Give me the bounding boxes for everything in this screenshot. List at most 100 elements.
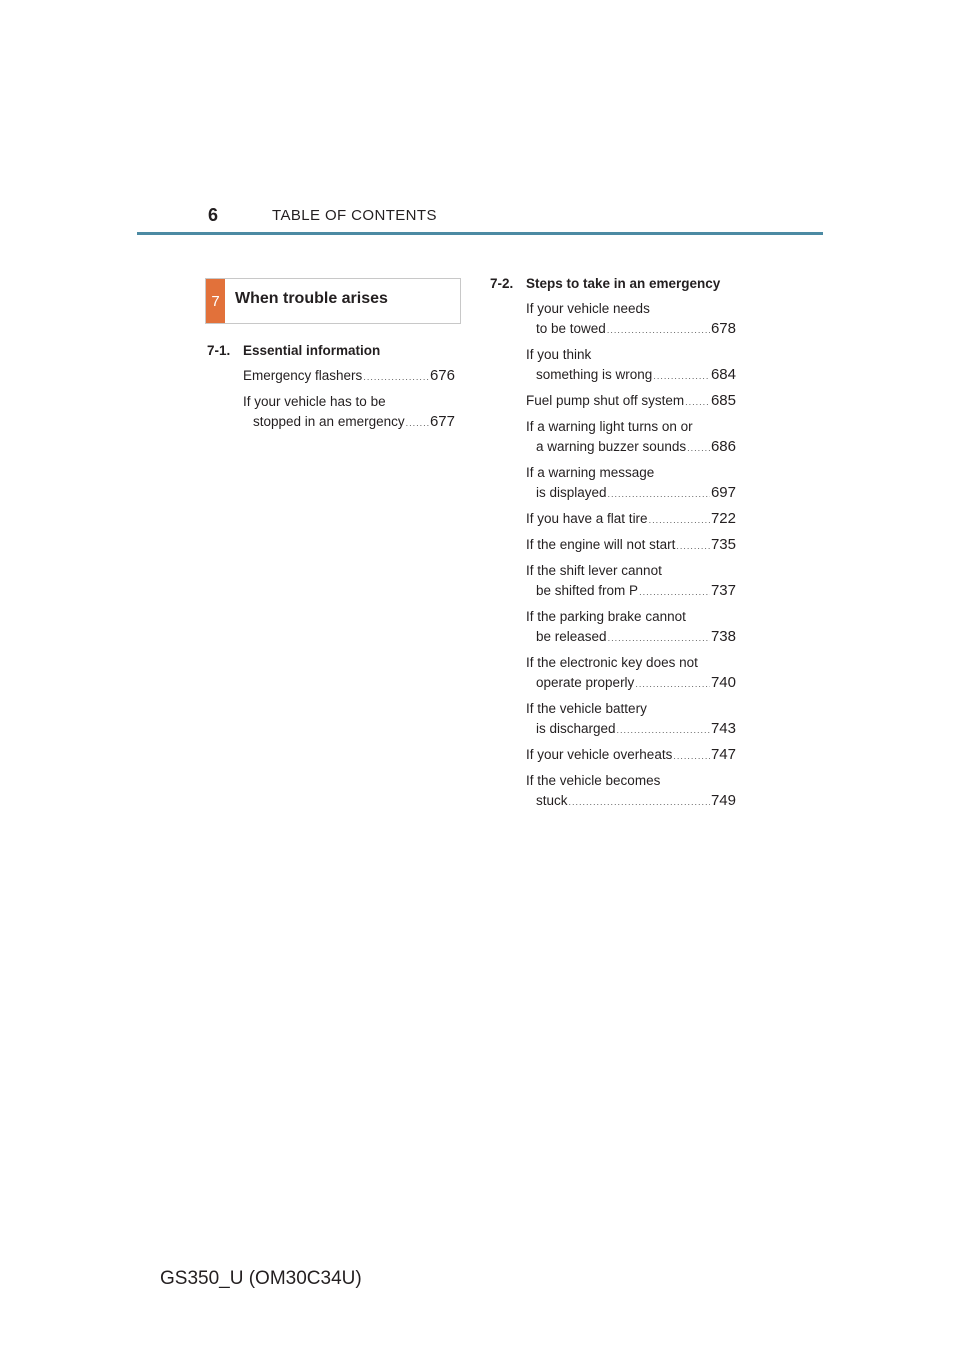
toc-entry-row: Fuel pump shut off system 685 <box>526 391 736 412</box>
dot-leader <box>569 792 710 812</box>
toc-entry-title: stopped in an emergency <box>253 414 405 429</box>
toc-entry-row: If your vehicle overheats 747 <box>526 745 736 766</box>
dot-leader <box>649 510 710 530</box>
page-header: 6 TABLE OF CONTENTS <box>0 0 960 240</box>
toc-entry-title: If you have a flat tire <box>526 511 648 526</box>
dot-leader <box>639 582 710 602</box>
toc-entry-row: be shifted from P 737 <box>526 581 736 602</box>
section-title: When trouble arises <box>235 290 388 307</box>
toc-entry-row: is displayed 697 <box>526 483 736 504</box>
dot-leader <box>608 484 710 504</box>
toc-entry[interactable]: If your vehicle needs to be towed 678 <box>526 299 736 340</box>
toc-entry-title-line1: If the electronic key does not <box>526 655 698 670</box>
toc-entry[interactable]: If the parking brake cannot be released 73… <box>526 607 736 648</box>
dot-leader <box>685 392 710 412</box>
toc-entry[interactable]: If a warning light turns on or a warning … <box>526 417 736 458</box>
dot-leader <box>676 536 710 556</box>
toc-entry[interactable]: If a warning message is displayed 697 <box>526 463 736 504</box>
toc-entry-title-line1: If the shift lever cannot <box>526 563 662 578</box>
toc-entry-row: be released 738 <box>526 627 736 648</box>
dot-leader <box>635 674 710 694</box>
toc-entry[interactable]: If the electronic key does not operate pr… <box>526 653 736 694</box>
dot-leader <box>607 320 710 340</box>
toc-entry-row: If the engine will not start 735 <box>526 535 736 556</box>
toc-entry-row: to be towed 678 <box>526 319 736 340</box>
toc-page-number: 749 <box>710 792 736 809</box>
dot-leader <box>608 628 710 648</box>
toc-entry[interactable]: Emergency flashers 676 <box>243 366 455 387</box>
dot-leader <box>617 720 710 740</box>
toc-entry[interactable]: Fuel pump shut off system 685 <box>526 391 736 412</box>
toc-entry-row: If you have a flat tire 722 <box>526 509 736 530</box>
chapter-title: Steps to take in an emergency <box>526 276 721 291</box>
toc-page-number: 678 <box>710 320 736 337</box>
toc-entry-title: stuck <box>536 793 568 808</box>
toc-entry-row: a warning buzzer sounds 686 <box>526 437 736 458</box>
toc-right-column: 7-2. Steps to take in an emergency If yo… <box>490 274 736 817</box>
chapter-heading: 7-2. Steps to take in an emergency <box>490 274 736 294</box>
toc-entry-title: Emergency flashers <box>243 368 363 383</box>
toc-entry-title: Fuel pump shut off system <box>526 393 685 408</box>
toc-page-number: 722 <box>710 510 736 527</box>
toc-page-number: 676 <box>429 367 455 384</box>
toc-entry-title: something is wrong <box>536 367 653 382</box>
toc-entry-title: be shifted from P <box>536 583 639 598</box>
toc-entry-title-line1: If a warning light turns on or <box>526 419 693 434</box>
toc-entry-title-line1: If your vehicle has to be <box>243 394 386 409</box>
section-number-badge: 7 <box>206 279 225 323</box>
toc-entry-title: a warning buzzer sounds <box>536 439 687 454</box>
toc-entry-row: operate properly 740 <box>526 673 736 694</box>
toc-page-number: 735 <box>710 536 736 553</box>
toc-page-number: 677 <box>429 413 455 430</box>
toc-entry-title: to be towed <box>536 321 606 336</box>
toc-entry[interactable]: If the shift lever cannot be shifted from… <box>526 561 736 602</box>
toc-entry-title-line1: If you think <box>526 347 592 362</box>
dot-leader <box>653 366 710 386</box>
model-code-footer: GS350_U (OM30C34U) <box>160 1268 362 1289</box>
toc-entry-title-line1: If the vehicle battery <box>526 701 647 716</box>
dot-leader <box>687 438 710 458</box>
toc-page-number: 743 <box>710 720 736 737</box>
toc-entry-title-line1: If a warning message <box>526 465 655 480</box>
toc-entry[interactable]: If your vehicle has to be stopped in an e… <box>243 392 455 433</box>
toc-entry-title-line1: If your vehicle needs <box>526 301 650 316</box>
toc-entry-row: Emergency flashers 676 <box>243 366 455 387</box>
dot-leader <box>406 413 429 433</box>
toc-entry-title: operate properly <box>536 675 635 690</box>
toc-entry-title: is discharged <box>536 721 616 736</box>
toc-entry-list: Emergency flashers 676 If your vehicle has… <box>207 366 455 433</box>
toc-entry[interactable]: If the engine will not start 735 <box>526 535 736 556</box>
chapter-number: 7-1. <box>207 343 231 358</box>
toc-entry-title: be released <box>536 629 607 644</box>
toc-entry[interactable]: If you have a flat tire 722 <box>526 509 736 530</box>
dot-leader <box>673 746 710 766</box>
toc-entry-row: is discharged 743 <box>526 719 736 740</box>
chapter-title: Essential information <box>243 343 381 358</box>
toc-entry[interactable]: If the vehicle becomes stuck 749 <box>526 771 736 812</box>
header-divider <box>137 232 823 235</box>
toc-entry[interactable]: If the vehicle battery is discharged 743 <box>526 699 736 740</box>
chapter-heading: 7-1. Essential information <box>207 341 455 361</box>
toc-entry[interactable]: If your vehicle overheats 747 <box>526 745 736 766</box>
toc-page-number: 747 <box>710 746 736 763</box>
toc-page-number: 737 <box>710 582 736 599</box>
toc-page-number: 697 <box>710 484 736 501</box>
toc-entry-title: If the engine will not start <box>526 537 676 552</box>
toc-left-column: 7-1. Essential information Emergency fla… <box>207 341 455 438</box>
toc-page-number: 740 <box>710 674 736 691</box>
page-title: TABLE OF CONTENTS <box>272 207 437 224</box>
toc-entry-row: something is wrong 684 <box>526 365 736 386</box>
toc-entry-title: is displayed <box>536 485 607 500</box>
toc-page-number: 686 <box>710 438 736 455</box>
toc-entry-title: If your vehicle overheats <box>526 747 673 762</box>
page-number: 6 <box>207 205 218 225</box>
toc-page-number: 685 <box>710 392 736 409</box>
toc-entry[interactable]: If you think something is wrong 684 <box>526 345 736 386</box>
toc-entry-title-line1: If the vehicle becomes <box>526 773 661 788</box>
dot-leader <box>363 367 429 387</box>
toc-page-number: 738 <box>710 628 736 645</box>
toc-page-number: 684 <box>710 366 736 383</box>
section-heading-box: 7 When trouble arises <box>205 278 461 324</box>
toc-entry-title-line1: If the parking brake cannot <box>526 609 686 624</box>
